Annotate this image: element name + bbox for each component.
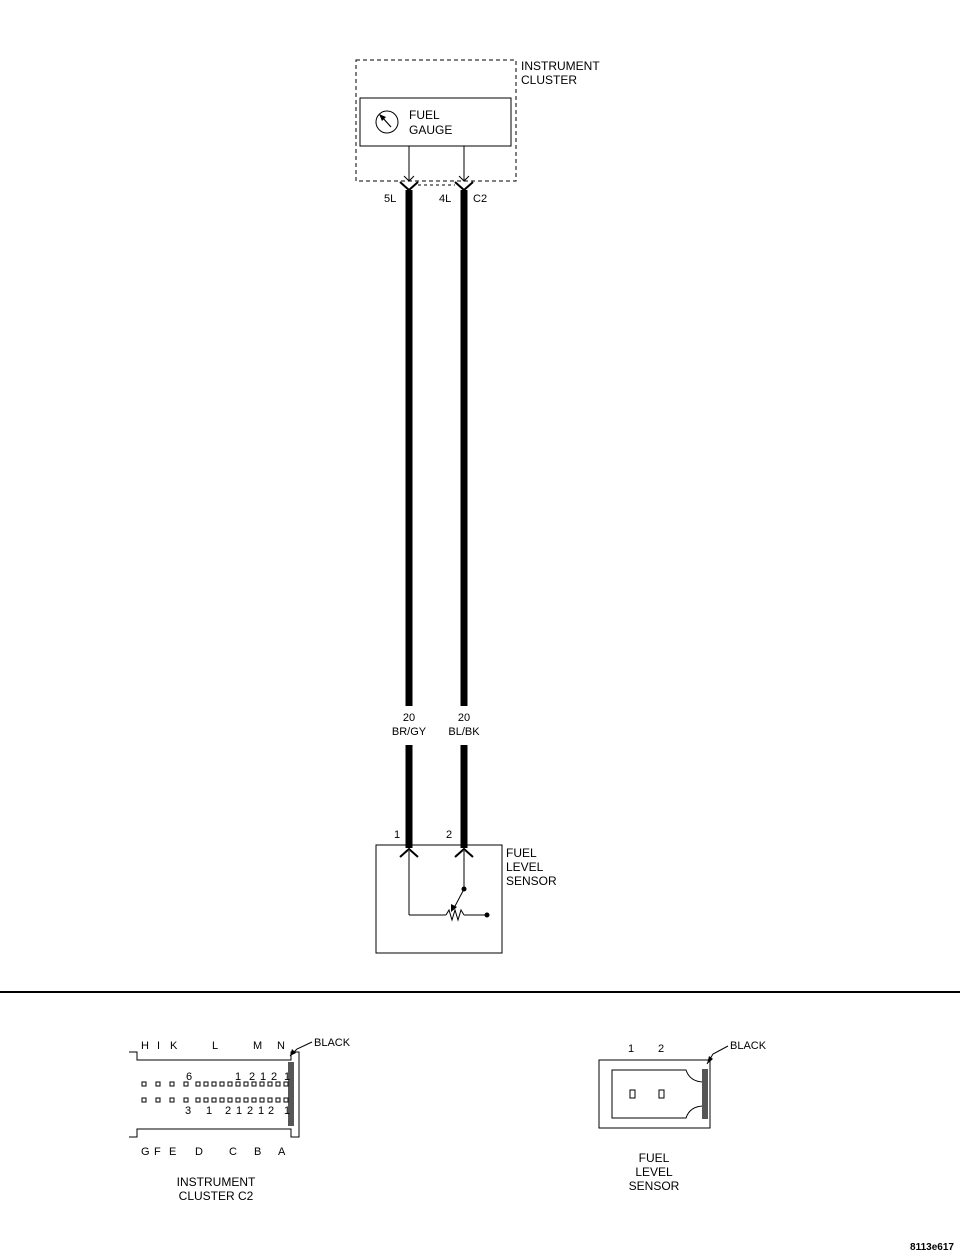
fuel-gauge-label-line1: FUEL — [409, 108, 440, 122]
sensor-connector-chevron-right — [454, 847, 474, 858]
figure-id: 8113e617 — [910, 1242, 954, 1253]
sensor-connector-pin-2: 2 — [658, 1043, 664, 1055]
instrument-cluster-label-line2: CLUSTER — [521, 73, 577, 87]
instrument-cluster-outline — [355, 59, 517, 182]
gauge-lead-arrow-right — [458, 175, 470, 182]
sensor-connector-housing — [611, 1069, 705, 1119]
cavity-number: 3 — [185, 1105, 191, 1117]
sensor-connector-shell — [598, 1059, 711, 1129]
cavity-letter-d: D — [195, 1146, 203, 1158]
cavity-number: 1 — [258, 1105, 264, 1117]
cavity-number: 2 — [247, 1105, 253, 1117]
sensor-connector-color: BLACK — [730, 1040, 767, 1052]
cavity-number: 1 — [235, 1071, 241, 1083]
sensor-pin-2-label: 2 — [446, 829, 452, 841]
sensor-connector-caption-line3: SENSOR — [629, 1179, 680, 1193]
cavity-number: 1 — [260, 1071, 266, 1083]
cavity-letter-b: B — [254, 1146, 261, 1158]
wire-gauge-left: 20 — [403, 712, 415, 724]
sensor-connector-latch — [702, 1069, 708, 1119]
cavity-number: 2 — [271, 1071, 277, 1083]
cavity-number: 1 — [206, 1105, 212, 1117]
cavity-number: 1 — [284, 1071, 290, 1083]
fuel-level-sensor-label-line3: SENSOR — [506, 874, 557, 888]
gauge-icon — [375, 110, 399, 134]
cluster-connector-caption-line1: INSTRUMENT — [177, 1175, 256, 1189]
cluster-connector-color: BLACK — [314, 1037, 351, 1049]
gauge-lead-arrow-left — [403, 175, 415, 182]
sensor-pin-1-label: 1 — [394, 829, 400, 841]
cavity-letter-c: C — [229, 1146, 237, 1158]
cavity-number: 1 — [284, 1105, 290, 1117]
connector-label-c2: C2 — [473, 193, 487, 205]
instrument-cluster-c2-connector: H I K L M N BLACK 6 1 — [129, 1037, 351, 1203]
wire-color-left: BR/GY — [392, 726, 427, 738]
cavity-letter-n: N — [277, 1040, 285, 1052]
cluster-connector-cavities — [141, 1081, 289, 1103]
wire-gauge-right: 20 — [458, 712, 470, 724]
cavity-letter-f: F — [154, 1146, 161, 1158]
sensor-connector-cavity-1 — [629, 1089, 636, 1099]
fuel-level-sensor-label-line2: LEVEL — [506, 860, 544, 874]
cavity-number: 2 — [225, 1105, 231, 1117]
sensor-internal-circuit — [408, 851, 490, 922]
sensor-connector-pin-1: 1 — [628, 1043, 634, 1055]
cluster-connector-chevron-right — [454, 181, 474, 192]
fuel-gauge-box — [359, 97, 512, 147]
cavity-letter-k: K — [170, 1040, 178, 1052]
wire-color-right: BL/BK — [448, 726, 480, 738]
pin-label-5l: 5L — [384, 193, 396, 205]
fuel-level-sensor-box — [375, 844, 503, 954]
cavity-letter-l: L — [212, 1040, 218, 1052]
cavity-letter-m: M — [253, 1040, 262, 1052]
sensor-connector-cavity-2 — [658, 1089, 665, 1099]
cavity-letter-g: G — [141, 1146, 150, 1158]
cluster-connector-latch — [288, 1062, 294, 1126]
cavity-number: 2 — [249, 1071, 255, 1083]
cavity-letter-h: H — [141, 1040, 149, 1052]
pin-label-4l: 4L — [439, 193, 451, 205]
fuel-level-sensor-connector: 1 2 BLACK FUEL LEVEL SENSOR — [598, 1040, 767, 1193]
cavity-letter-i: I — [157, 1040, 160, 1052]
sensor-connector-chevron-left — [399, 847, 419, 858]
cavity-letter-a: A — [278, 1146, 286, 1158]
cluster-connector-caption-line2: CLUSTER C2 — [179, 1189, 254, 1203]
cluster-connector-shell — [129, 1051, 300, 1138]
cluster-connector-chevron-left — [399, 181, 419, 192]
sensor-connector-caption-line2: LEVEL — [635, 1165, 673, 1179]
cavity-number: 2 — [268, 1105, 274, 1117]
sensor-connector-caption-line1: FUEL — [639, 1151, 670, 1165]
cavity-number: 1 — [236, 1105, 242, 1117]
cavity-letter-e: E — [169, 1146, 176, 1158]
fuel-gauge-label-line2: GAUGE — [409, 123, 452, 137]
fuel-level-sensor-label-line1: FUEL — [506, 846, 537, 860]
instrument-cluster-label-line1: INSTRUMENT — [521, 59, 600, 73]
cavity-number: 6 — [186, 1071, 192, 1083]
